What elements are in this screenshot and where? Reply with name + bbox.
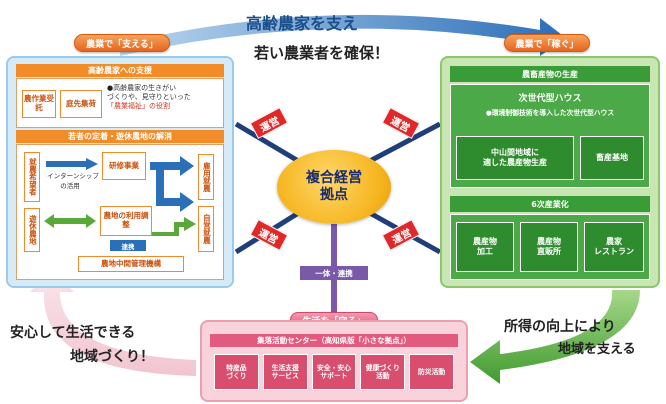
headline-top-2: 若い農業者を確保！ — [254, 44, 390, 62]
activity-line-1: 特産品 — [226, 363, 247, 372]
headline-right-bottom-2: 地域を支える — [558, 342, 636, 357]
note-line-2: づくりや、見守りといった — [107, 93, 191, 102]
farmland-adjustment-box: 農地の利用調整 — [100, 206, 152, 236]
activity-disaster-prevention: 防災活動 — [409, 354, 454, 390]
direct-sales-box: 農産物 直販所 — [520, 222, 578, 272]
hub-line-2: 拠点 — [320, 187, 348, 203]
hub-circle: 複合経営 拠点 — [277, 150, 391, 224]
farmland-to-independent-arrow — [152, 217, 196, 236]
welfare-note: ●高齢農家の生きがい づくりや、見守りといった 「農業福祉」の役割 — [107, 84, 223, 111]
training-program-box: 研修事業 — [102, 152, 146, 180]
employment-farming-box: 雇用就農 — [198, 154, 214, 200]
processing-line-2: 加工 — [477, 247, 493, 256]
activity-line-2: サポート — [320, 372, 348, 380]
activity-safety-support: 安全・安心 サポート — [311, 354, 357, 390]
direct-line-1: 農産物 — [537, 237, 561, 246]
activity-line-1: 防災活動 — [417, 367, 446, 376]
hub-line-1: 複合経営 — [306, 169, 362, 186]
youth-settlement-title: 若者の定着・遊休農地の解消 — [16, 130, 224, 143]
activity-line-2: 活動 — [375, 372, 390, 380]
tab-earn: 農業で「稼ぐ」 — [504, 34, 590, 52]
headline-left-bottom-2: 地域づくり！ — [70, 349, 154, 365]
right-arrow — [470, 290, 640, 384]
aspiring-farmer-box: 就農希望者 — [24, 152, 40, 202]
mountain-line-1: 中山間地域に — [491, 148, 539, 157]
note-bullet: ● — [107, 84, 114, 92]
independent-farming-box: 自営就農 — [198, 206, 214, 252]
processing-box: 農産物 加工 — [456, 222, 514, 272]
production-title: 農畜産物の生産 — [450, 66, 650, 82]
internship-label: インターンシップ — [47, 172, 99, 180]
connector-upper-right — [366, 121, 442, 165]
activity-specialty-products: 特産品 づくり — [214, 354, 259, 390]
headline-left-bottom-1: 安心して生活できる — [10, 325, 136, 341]
tab-support: 農業で「支える」 — [74, 34, 170, 52]
next-gen-house-note: ●環境制御技術を導入した次世代型ハウス — [485, 109, 615, 117]
internship-arrow — [46, 158, 98, 170]
connector-upper-left — [234, 121, 302, 165]
activity-line-2: サービス — [271, 372, 299, 380]
processing-line-1: 農産物 — [473, 237, 497, 246]
idle-farmland-box: 遊休農地 — [24, 208, 40, 252]
activity-health: 健康づくり 活動 — [360, 354, 406, 390]
career-path-arrow — [150, 156, 194, 212]
direct-line-2: 直販所 — [537, 247, 561, 256]
note-line-3: 「農業福祉」の役割 — [107, 102, 170, 111]
farmland-intermediary-box: 農地中間管理機構 — [78, 256, 184, 272]
mountain-line-2: 適した農産物生産 — [483, 158, 547, 167]
top-arrow — [120, 14, 566, 56]
mountain-crops-box: 中山間地域に 適した農産物生産 — [456, 136, 574, 180]
village-activities-row: 特産品 づくり 生活支援 サービス 安全・安心 サポート 健康づくり 活動 防災… — [210, 350, 458, 394]
activity-life-support: 生活支援 サービス — [262, 354, 308, 390]
elderly-support-title: 高齢農家への支援 — [16, 64, 224, 77]
restaurant-line-2: レストラン — [594, 247, 634, 256]
internship-sublabel: の活用 — [60, 182, 80, 190]
sixth-industry-title: 6次産業化 — [450, 196, 650, 212]
restaurant-line-1: 農家 — [606, 237, 622, 246]
farm-work-contract-box: 農作業受託 — [22, 90, 56, 118]
headline-right-bottom-1: 所得の向上により — [504, 319, 616, 335]
next-gen-house-title: 次世代型ハウス — [518, 93, 582, 104]
farmland-double-arrow — [44, 214, 96, 228]
garden-pickup-box: 庭先集荷 — [60, 90, 102, 118]
renkei-badge: 連携 — [110, 240, 146, 251]
integration-label: 一体・連携 — [300, 266, 368, 280]
farm-restaurant-box: 農家 レストラン — [584, 222, 644, 272]
headline-top-1: 高齢農家を支え — [246, 14, 359, 33]
activity-line-1: 健康づくり — [365, 363, 400, 372]
note-line-1: 高齢農家の生きがい — [113, 84, 177, 92]
village-center-title: 集落活動センター（高知県版「小さな拠点」） — [210, 334, 458, 347]
livestock-base-box: 畜産基地 — [580, 136, 644, 180]
activity-line-1: 安全・安心 — [317, 363, 351, 372]
activity-line-2: づくり — [226, 372, 247, 380]
activity-line-1: 生活支援 — [271, 363, 299, 372]
